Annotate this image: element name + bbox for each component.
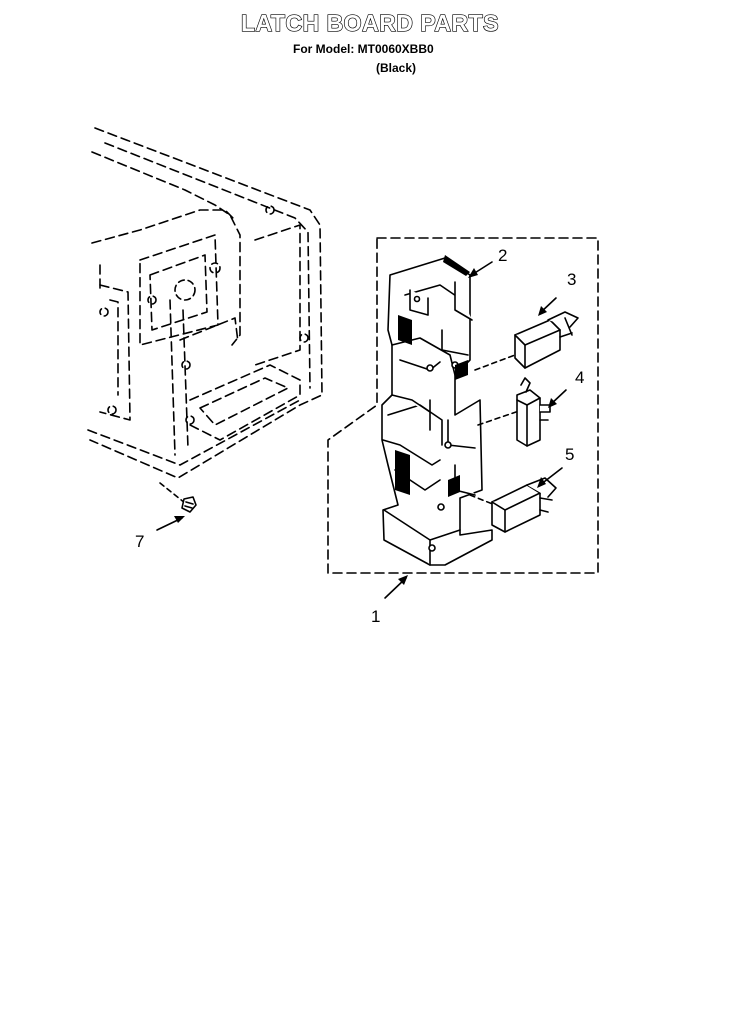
- latch-board-part-1: [381, 257, 493, 566]
- model-color: (Black): [376, 61, 417, 75]
- callout-3: 3: [567, 270, 576, 289]
- switch-4-leader: [477, 411, 517, 426]
- switch-5-leader: [469, 494, 496, 506]
- screw-part-7: [159, 482, 197, 513]
- switch-part-4: [516, 377, 551, 447]
- cabinet-latch-mount: [99, 205, 309, 425]
- page-title: LATCH BOARD PARTS: [240, 9, 500, 36]
- callout-1: 1: [371, 607, 380, 626]
- callout-arrowheads: [174, 268, 557, 585]
- latch-board-shading: [395, 255, 470, 497]
- model-number: For Model: MT0060XBB0: [293, 42, 434, 56]
- switch-part-3: [514, 311, 579, 369]
- switch-part-5: [491, 477, 557, 533]
- cabinet-outline: [87, 127, 323, 479]
- latch-kit-boundary: [327, 237, 599, 574]
- switch-3-leader: [474, 354, 516, 371]
- callout-4: 4: [575, 368, 584, 387]
- callout-2: 2: [498, 246, 507, 265]
- callout-5: 5: [565, 445, 574, 464]
- callout-7: 7: [135, 532, 144, 551]
